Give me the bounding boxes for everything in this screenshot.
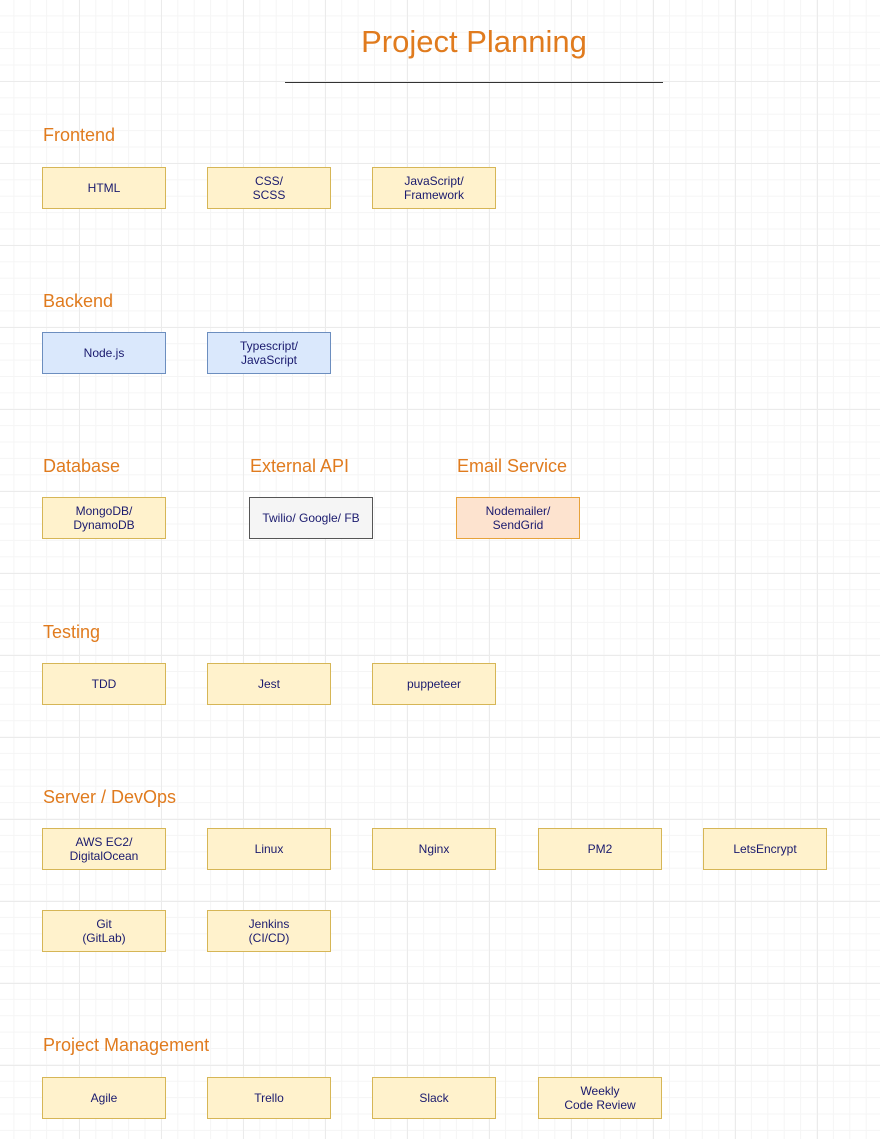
- box-trello[interactable]: Trello: [207, 1077, 331, 1119]
- title-underline: [285, 82, 663, 83]
- section-title-server-devops: Server / DevOps: [43, 787, 177, 807]
- box-javascript-framework[interactable]: JavaScript/ Framework: [372, 167, 496, 209]
- box-nodejs[interactable]: Node.js: [42, 332, 166, 374]
- section-title-project-management: Project Management: [43, 1035, 210, 1055]
- page-title: Project Planning: [361, 24, 587, 59]
- box-linux[interactable]: Linux: [207, 828, 331, 870]
- box-nginx[interactable]: Nginx: [372, 828, 496, 870]
- box-jenkins-cicd[interactable]: Jenkins (CI/CD): [207, 910, 331, 952]
- section-title-frontend: Frontend: [43, 125, 116, 145]
- box-agile[interactable]: Agile: [42, 1077, 166, 1119]
- section-title-external-api: External API: [250, 456, 350, 476]
- box-weekly-code-review[interactable]: Weekly Code Review: [538, 1077, 662, 1119]
- section-title-email-service: Email Service: [457, 456, 568, 476]
- section-title-backend: Backend: [43, 291, 114, 311]
- box-letsencrypt[interactable]: LetsEncrypt: [703, 828, 827, 870]
- box-nodemailer-sendgrid[interactable]: Nodemailer/ SendGrid: [456, 497, 580, 539]
- box-jest[interactable]: Jest: [207, 663, 331, 705]
- box-twilio-google-fb[interactable]: Twilio/ Google/ FB: [249, 497, 373, 539]
- section-title-testing: Testing: [43, 622, 101, 642]
- box-puppeteer[interactable]: puppeteer: [372, 663, 496, 705]
- box-git-gitlab[interactable]: Git (GitLab): [42, 910, 166, 952]
- box-aws-ec2-digitalocean[interactable]: AWS EC2/ DigitalOcean: [42, 828, 166, 870]
- box-tdd[interactable]: TDD: [42, 663, 166, 705]
- section-title-database: Database: [43, 456, 121, 476]
- box-slack[interactable]: Slack: [372, 1077, 496, 1119]
- box-pm2[interactable]: PM2: [538, 828, 662, 870]
- box-css-scss[interactable]: CSS/ SCSS: [207, 167, 331, 209]
- box-mongodb-dynamodb[interactable]: MongoDB/ DynamoDB: [42, 497, 166, 539]
- box-typescript-javascript[interactable]: Typescript/ JavaScript: [207, 332, 331, 374]
- box-html[interactable]: HTML: [42, 167, 166, 209]
